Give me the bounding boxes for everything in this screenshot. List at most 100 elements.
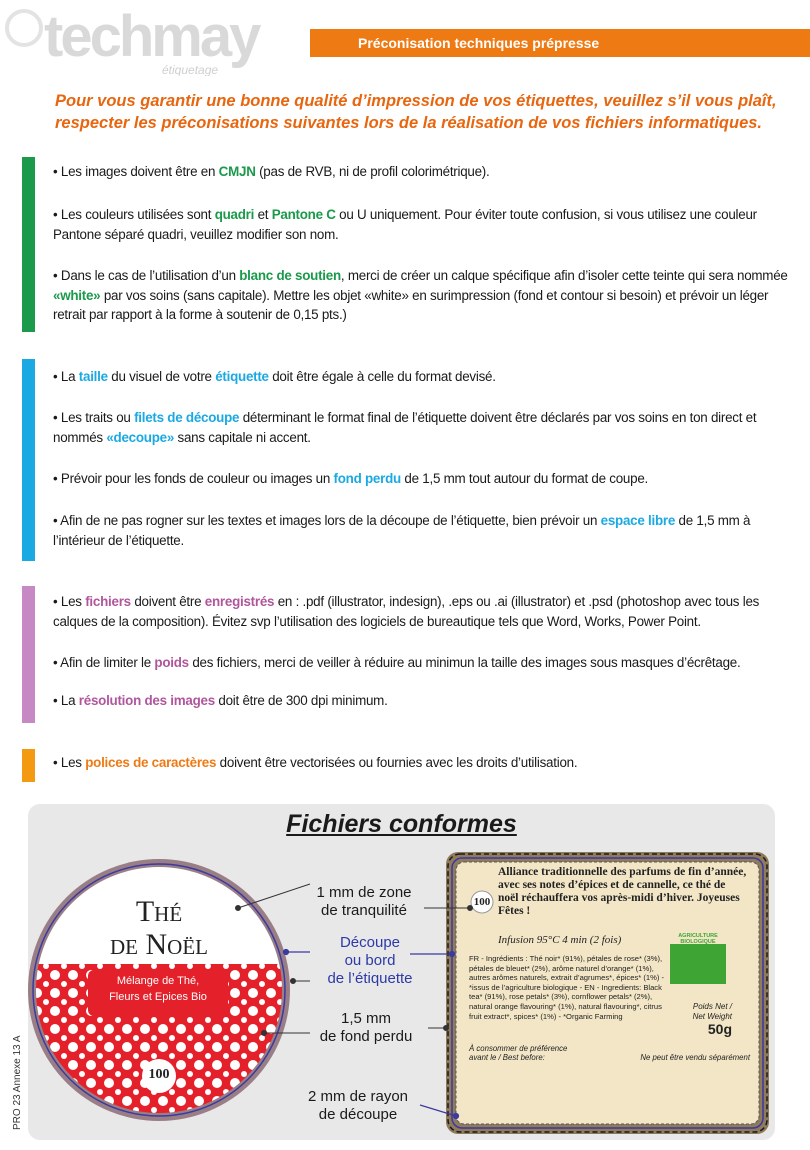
round-title-line1: Thé [135, 895, 183, 928]
rect-poids-line1: Poids Net / [692, 1002, 732, 1011]
text-run: ou U uniquement. Pour éviter toute confu… [53, 207, 757, 242]
text-run: • Les images doivent être en [53, 164, 219, 179]
annotation-decoupe-line3: de l’étiquette [327, 970, 413, 987]
rect-outer-dash [447, 853, 768, 1133]
conform-files-panel: Fichiers conformes Thé de Noël Mélange d… [28, 804, 775, 1140]
rect-safe-zone [455, 861, 760, 1125]
keyword: filets de découpe [134, 410, 240, 425]
round-label-illustration [28, 859, 290, 1121]
text-run: • Les traits ou [53, 410, 135, 425]
header-title: Préconisation techniques prépresse [310, 29, 810, 57]
round-number: 100 [148, 1067, 170, 1082]
annotation-fond-line1: 1,5 mm [340, 1010, 391, 1027]
section-bar-orange [22, 749, 35, 782]
text-run: • Afin de ne pas rogner sur les textes e… [53, 513, 601, 528]
text-run: , merci de créer un calque spécifique af… [340, 268, 788, 283]
text-run: et [254, 207, 272, 222]
section-bar-purple [22, 586, 35, 723]
annotation-zone: 1 mm de zone de tranquilité [290, 884, 438, 920]
keyword: «decoupe» [106, 429, 175, 445]
keyword: blanc de soutien [239, 268, 341, 283]
text-run: • Dans le cas de l’utilisation d’un [53, 268, 240, 283]
round-cut-line [32, 863, 286, 1117]
text-run: de 1,5 mm tout autour du format de coupe… [400, 471, 648, 486]
para-fond-perdu: • Prévoir pour les fonds de couleur ou i… [53, 469, 788, 489]
keyword: Pantone C [271, 207, 336, 222]
keyword: espace libre [600, 513, 676, 528]
rect-number-badge [470, 890, 494, 914]
annotation-leaders [235, 883, 473, 1120]
round-subtitle-box [88, 970, 228, 1016]
rect-cut-line [451, 857, 764, 1129]
text-run: • Prévoir pour les fonds de couleur ou i… [53, 471, 334, 486]
text-run: déterminant le format final de l’étiquet… [53, 410, 757, 445]
keyword: poids [154, 655, 189, 670]
rect-infusion: Infusion 95°C 4 min (2 fois) [498, 934, 622, 946]
annotation-rayon: 2 mm de rayon de découpe [284, 1088, 432, 1124]
techmay-logo: techmay étiquetage [5, 4, 264, 76]
rect-description: Alliance traditionnelle des parfums de f… [498, 866, 747, 917]
rect-best-before-line1: À consommer de préférence [469, 1044, 568, 1053]
para-polices: • Les polices de caractères doivent être… [53, 753, 788, 773]
round-subtitle-line1: Mélange de Thé, [116, 975, 200, 987]
keyword: CMJN [218, 164, 256, 179]
round-number-badge [142, 1059, 176, 1093]
annotation-zone-line2: de tranquilité [321, 902, 407, 919]
text-run: doivent être vectorisées ou fournies ave… [216, 755, 578, 770]
panel-title: Fichiers conformes [286, 810, 517, 838]
rect-best-before-line2: avant le / Best before: [469, 1053, 545, 1062]
bio-leaf-logo [670, 944, 726, 984]
text-run: • Afin de limiter le [53, 655, 155, 670]
rect-label-illustration [446, 852, 769, 1134]
text-run: • La [53, 369, 79, 384]
text-run: doivent être [130, 594, 205, 609]
text-run: • La [53, 693, 79, 708]
rect-label-bg [456, 862, 759, 1124]
keyword: fichiers [85, 594, 131, 609]
para-poids: • Afin de limiter le poids des fichiers,… [53, 653, 788, 673]
logo-tagline: étiquetage [162, 63, 218, 76]
leader-rayon [419, 1104, 457, 1117]
logo-brand: techmay [44, 4, 261, 69]
text-run: • Les [53, 594, 86, 609]
text-run: par vos soins (sans capitale). Mettre le… [53, 287, 769, 323]
text-run: de 1,5 mm à l’intérieur de l’étiquette. [53, 513, 751, 548]
annotation-zone-line1: 1 mm de zone [316, 884, 412, 901]
para-filets: • Les traits ou filets de découpe déterm… [53, 408, 788, 447]
annotation-fond: 1,5 mm de fond perdu [292, 1010, 440, 1046]
annotation-rayon-line2: de découpe [318, 1106, 398, 1123]
rect-sold-alone: Ne peut être vendu séparément [640, 1053, 750, 1062]
section-bar-blue [22, 359, 35, 561]
keyword: polices de caractères [85, 755, 217, 770]
document-code: PRO 23 Annexe 13 A [12, 1035, 23, 1130]
text-run: en : .pdf (illustrator, indesign), .eps … [53, 594, 760, 629]
annotation-decoupe: Découpe ou bord de l’étiquette [296, 934, 444, 988]
rect-number: 100 [473, 896, 491, 908]
round-subtitle-line2: Fleurs et Epices Bio [109, 991, 207, 1003]
keyword: étiquette [215, 369, 269, 384]
annotation-decoupe-line1: Découpe [339, 934, 401, 951]
text-run: sans capitale ni accent. [174, 429, 311, 445]
para-cmjn: • Les images doivent être en CMJN (pas d… [53, 162, 788, 182]
annotation-rayon-line1: 2 mm de rayon [307, 1088, 409, 1105]
para-taille: • La taille du visuel de votre étiquette… [53, 367, 788, 387]
text-run: doit être de 300 dpi minimum. [214, 693, 388, 708]
rect-poids-line2: Net Weight [692, 1012, 732, 1021]
keyword: fond perdu [333, 471, 402, 486]
annotation-fond-line2: de fond perdu [319, 1028, 413, 1045]
keyword: résolution des images [78, 693, 215, 708]
logo-swirl [5, 9, 43, 47]
text-run: • Les [53, 755, 86, 770]
keyword: taille [78, 369, 108, 384]
text-run: doit être égale à celle du format devisé… [268, 369, 496, 384]
para-espace-libre: • Afin de ne pas rogner sur les textes e… [53, 511, 788, 550]
leader-zone-left [237, 883, 311, 909]
keyword: quadri [214, 207, 255, 222]
text-run: des fichiers, merci de veiller à réduire… [188, 655, 741, 670]
annotation-decoupe-line2: ou bord [344, 952, 396, 969]
text-run: du visuel de votre [107, 369, 216, 384]
keyword: «white» [53, 287, 101, 303]
section-bar-green [22, 157, 35, 332]
round-title-line2: de Noël [110, 928, 208, 961]
para-fichiers: • Les fichiers doivent être enregistrés … [53, 592, 788, 631]
